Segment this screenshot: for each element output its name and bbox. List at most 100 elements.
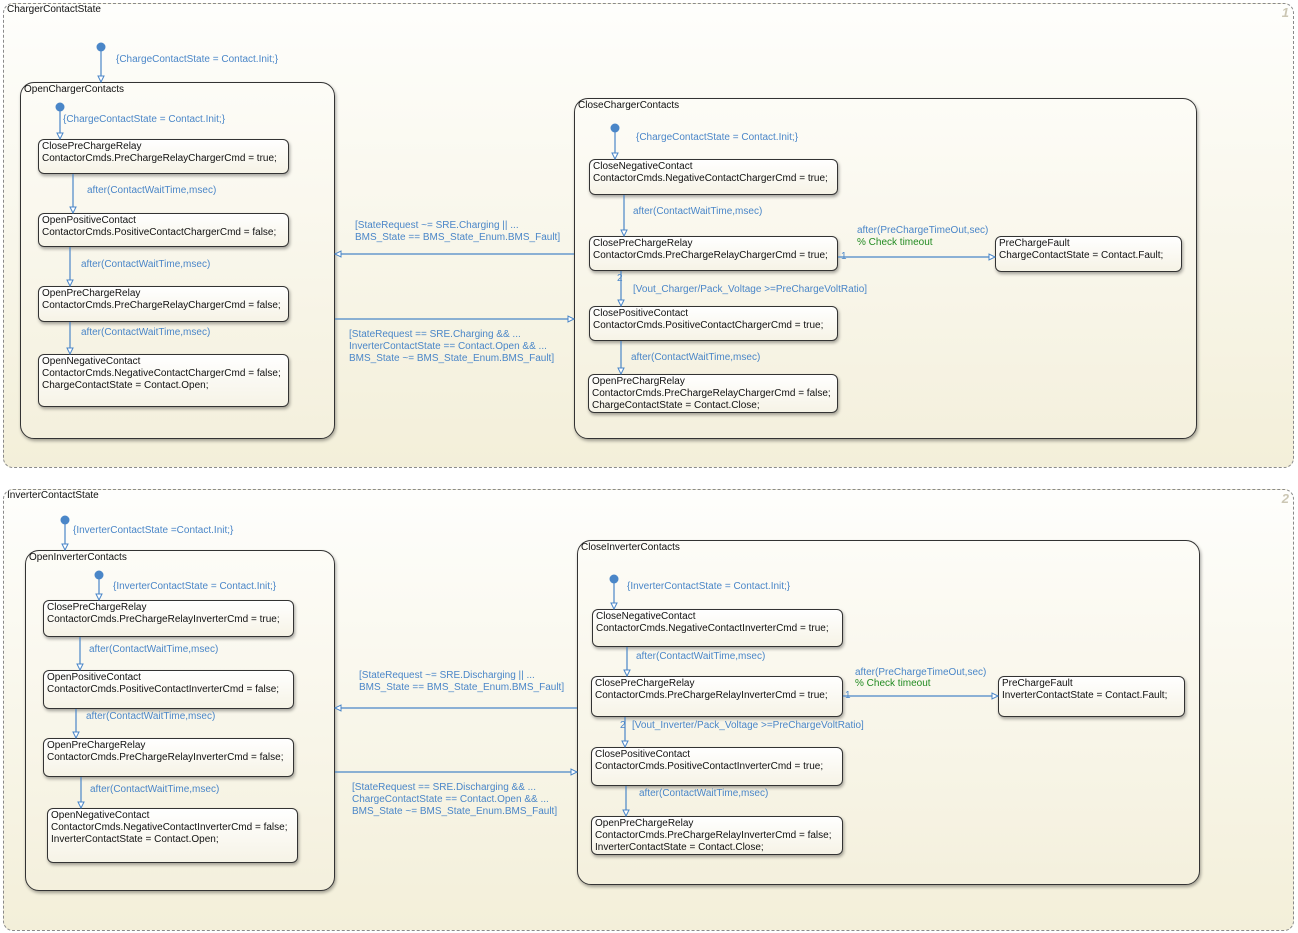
arrowhead-icon [97,75,105,84]
state-action: ContactorCmds.PositiveContactChargerCmd … [42,227,277,238]
state-action: ContactorCmds.PreChargeRelayChargerCmd =… [593,250,828,261]
transition-label[interactable]: after(ContactWaitTime,msec) [81,327,211,338]
arrowhead-icon [95,593,103,602]
fault-transition-label[interactable]: after(PreChargeTimeOut,sec) [855,667,987,678]
state-action: ContactorCmds.PositiveContactInverterCmd… [595,761,824,772]
transition-label[interactable]: [Vout_Charger/Pack_Voltage >=PreChargeVo… [633,284,868,295]
arrowhead-icon [567,315,576,323]
state-name: CloseNegativeContact [593,161,693,172]
superstate-transition-label[interactable]: [StateRequest ~= SRE.Charging || ... [355,220,519,231]
fault-transition-comment[interactable]: % Check timeout [855,678,931,689]
default-transition-label[interactable]: {ChargeContactState = Contact.Init;} [116,54,279,65]
superstate-transition-label[interactable]: BMS_State ~= BMS_State_Enum.BMS_Fault] [352,806,558,817]
state-action: ChargeContactState = Contact.Close; [592,400,760,411]
arrowhead-icon [69,206,77,215]
arrowhead-icon [333,704,342,712]
default-transition-label[interactable]: {ChargeContactState = Contact.Init;} [636,132,799,143]
superstate-name: CloseInverterContacts [581,542,680,553]
state-name: OpenPositiveContact [47,672,141,683]
transition-label[interactable]: after(ContactWaitTime,msec) [87,185,217,196]
default-transition-label[interactable]: {InverterContactState = Contact.Init;} [113,581,277,592]
superstate-transition-label[interactable]: [StateRequest == SRE.Charging && ... [349,329,521,340]
arrowhead-icon [622,809,630,818]
state-action: ContactorCmds.PreChargeRelayChargerCmd =… [592,388,831,399]
transition-label[interactable]: after(ContactWaitTime,msec) [90,784,220,795]
state-name: ClosePreChargeRelay [595,678,695,689]
state-name: ClosePositiveContact [595,749,691,760]
superstate-transition-label[interactable]: [StateRequest == SRE.Discharging && ... [352,782,536,793]
arrowhead-icon [621,740,629,749]
state-action: ContactorCmds.PreChargeRelayInverterCmd … [47,614,280,625]
transition-label[interactable]: after(ContactWaitTime,msec) [89,644,219,655]
arrowhead-icon [611,152,619,161]
superstate-transition-label[interactable]: BMS_State == BMS_State_Enum.BMS_Fault] [355,232,561,243]
state-name: OpenPreChargRelay [592,376,685,387]
state-name: ClosePreChargeRelay [593,238,693,249]
state-name: OpenPreChargeRelay [595,818,694,829]
arrowhead-icon [617,299,625,308]
default-transition-label[interactable]: {ChargeContactState = Contact.Init;} [63,114,226,125]
superstate-transition-label[interactable]: ChargeContactState == Contact.Open && ..… [352,794,549,805]
superstate-transition-label[interactable]: BMS_State ~= BMS_State_Enum.BMS_Fault] [349,353,555,364]
default-transition-label[interactable]: {InverterContactState =Contact.Init;} [73,525,234,536]
state-action: ContactorCmds.PreChargeRelayInverterCmd … [595,690,828,701]
transition-label[interactable]: after(ContactWaitTime,msec) [631,352,761,363]
transition-label[interactable]: [Vout_Inverter/Pack_Voltage >=PreChargeV… [632,720,864,731]
state-action: ContactorCmds.PreChargeRelayInverterCmd … [595,830,832,841]
state-name: OpenNegativeContact [42,356,141,367]
transition-label[interactable]: after(ContactWaitTime,msec) [636,651,766,662]
arrowhead-icon [66,347,74,356]
transition-label[interactable]: after(ContactWaitTime,msec) [81,259,211,270]
state-action: InverterContactState = Contact.Open; [51,834,219,845]
superstate-transition-label[interactable]: BMS_State == BMS_State_Enum.BMS_Fault] [359,682,565,693]
state-action: ContactorCmds.NegativeContactChargerCmd … [593,173,828,184]
state-action: InverterContactState = Contact.Fault; [1002,690,1168,701]
state-name: OpenPreChargeRelay [47,740,146,751]
state-action: ContactorCmds.NegativeContactInverterCmd… [596,623,829,634]
superstate-name: OpenInverterContacts [29,552,127,563]
arrowhead-icon [991,692,1000,700]
arrowhead-icon [570,768,579,776]
arrowhead-icon [610,602,618,611]
chart-title: ChargerContactState [7,4,101,15]
superstate-transition-label[interactable]: [StateRequest ~= SRE.Discharging || ... [359,670,535,681]
arrowhead-icon [76,663,84,672]
transition-priority: 2 [620,720,626,731]
fault-transition-comment[interactable]: % Check timeout [857,237,933,248]
default-transition-label[interactable]: {InverterContactState = Contact.Init;} [627,581,791,592]
arrowhead-icon [620,229,628,238]
fault-transition-label[interactable]: after(PreChargeTimeOut,sec) [857,225,989,236]
arrowhead-icon [623,669,631,678]
state-name: PreChargeFault [999,238,1070,249]
transition-label[interactable]: after(ContactWaitTime,msec) [633,206,763,217]
superstate-name: CloseChargerContacts [578,100,680,111]
superstate-transition-label[interactable]: InverterContactState == Contact.Open && … [349,341,547,352]
state-action: InverterContactState = Contact.Close; [595,842,764,853]
chart-number: 1 [1281,5,1289,20]
state-action: ContactorCmds.PreChargeRelayInverterCmd … [47,752,284,763]
transition-label[interactable]: after(ContactWaitTime,msec) [639,788,769,799]
arrowhead-icon [617,367,625,376]
state-action: ChargeContactState = Contact.Fault; [999,250,1164,261]
chart-title: InverterContactState [7,490,99,501]
transition-label[interactable]: after(ContactWaitTime,msec) [86,711,216,722]
